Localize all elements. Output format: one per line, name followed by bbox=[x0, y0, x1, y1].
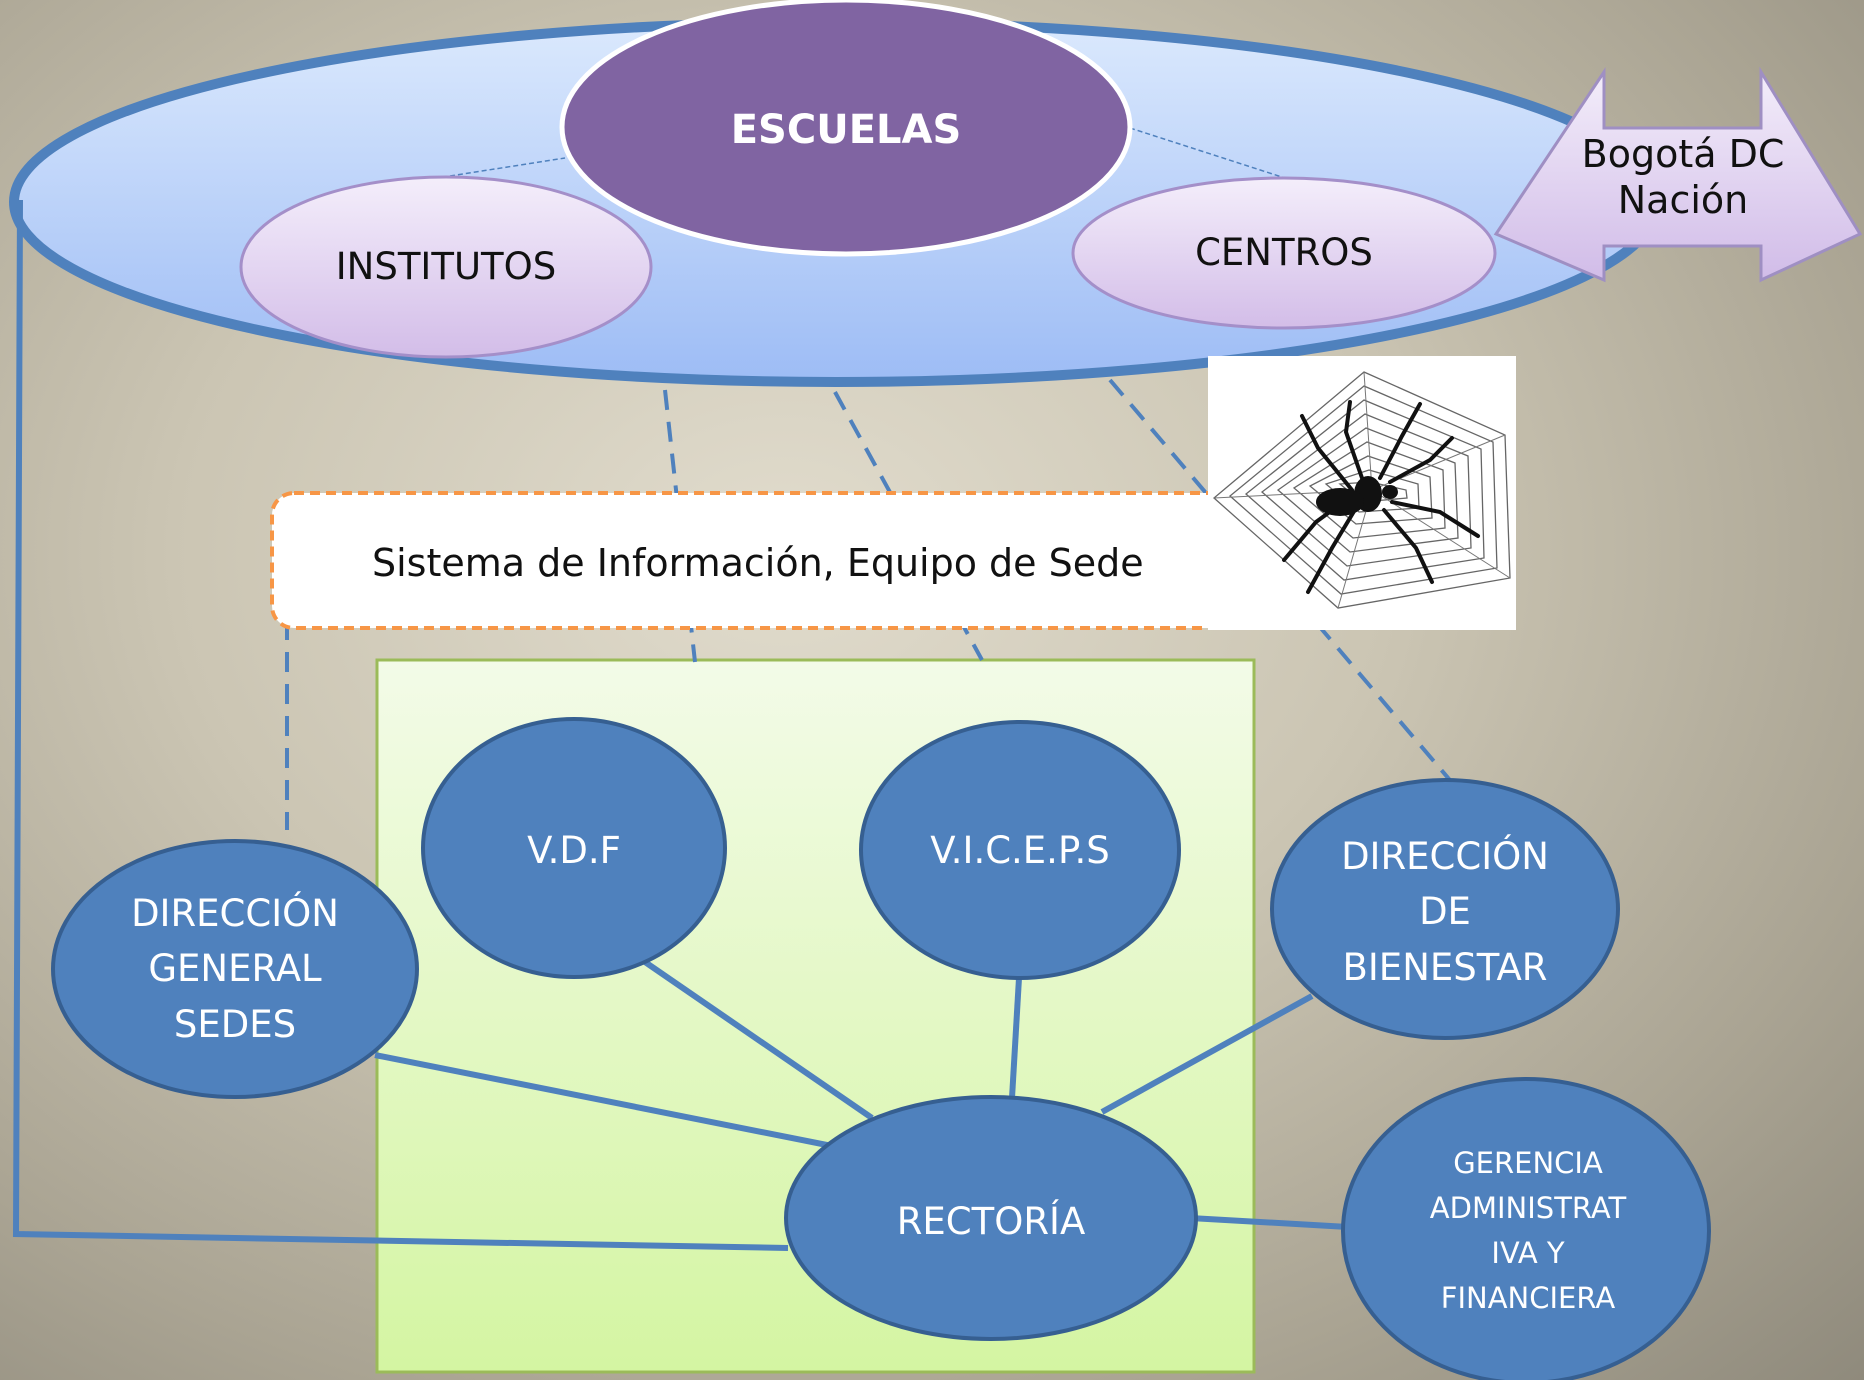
institutos-ellipse bbox=[239, 175, 653, 359]
link-viceps-rectoria bbox=[1009, 977, 1022, 1099]
viceps-label: V.I.C.E.P.S bbox=[930, 829, 1110, 873]
vdf-label: V.D.F bbox=[527, 829, 621, 873]
direccion-general-sedes-label: DIRECCIÓN GENERAL SEDES bbox=[131, 891, 339, 1046]
escuelas-label: ESCUELAS bbox=[730, 106, 962, 153]
inner-dashed-links bbox=[449, 127, 1286, 179]
rectoria-label: RECTORÍA bbox=[896, 1200, 1086, 1244]
link-bienestar-rectoria bbox=[1100, 993, 1314, 1115]
centros-label: CENTROS bbox=[1195, 231, 1373, 275]
viceps-node bbox=[859, 720, 1181, 980]
info-box-label: Sistema de Información, Equipo de Sede bbox=[372, 540, 1144, 585]
gerencia-label: GERENCIA ADMINISTRAT IVA Y FINANCIERA bbox=[1429, 1146, 1627, 1315]
solid-connectors bbox=[12, 199, 1349, 1251]
centros-ellipse bbox=[1071, 176, 1497, 330]
bogota-nacion-label: Bogotá DC Nación bbox=[1581, 131, 1785, 222]
direccion-bienestar-node bbox=[1270, 778, 1620, 1040]
link-vdf-rectoria bbox=[643, 959, 874, 1121]
link-sedes-rectoria bbox=[374, 1052, 833, 1149]
rectoria-node bbox=[784, 1095, 1198, 1341]
escuelas-ellipse bbox=[559, 0, 1133, 257]
direccion-bienestar-label: DIRECCIÓN DE BIENESTAR bbox=[1341, 834, 1549, 989]
gerencia-node bbox=[1341, 1077, 1711, 1380]
direccion-general-sedes-node bbox=[51, 839, 419, 1099]
link-gerencia-rectoria bbox=[1189, 1215, 1349, 1230]
dashed-connector-center bbox=[833, 391, 984, 661]
institutos-label: INSTITUTOS bbox=[335, 245, 557, 289]
spider-web-icon bbox=[1208, 356, 1516, 630]
outer-feedback-line bbox=[12, 199, 789, 1251]
bogota-nacion-arrow bbox=[1493, 66, 1863, 283]
vdf-node bbox=[421, 717, 727, 979]
